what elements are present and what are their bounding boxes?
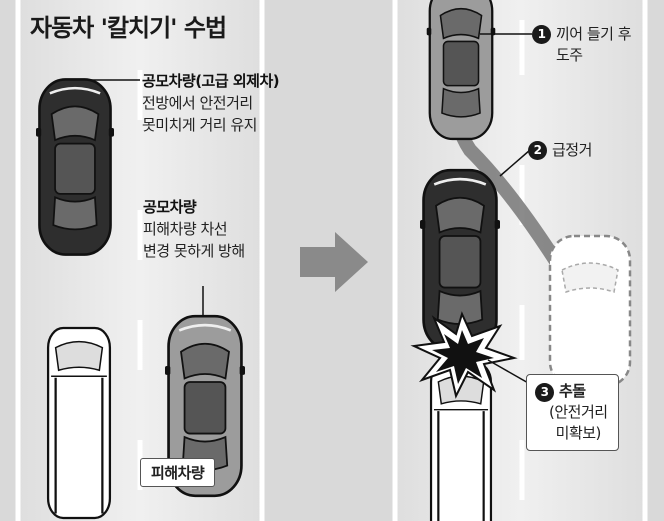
page-title: 자동차 '칼치기' 수법 (30, 14, 227, 42)
step-3-callout: 3 추돌 (안전거리 미확보) (526, 374, 619, 451)
step-2: 2 급정거 (528, 140, 592, 161)
leader-line-step3 (487, 359, 531, 385)
step-1-line-2: 도주 (556, 46, 583, 64)
note-line-1a: 전방에서 안전거리 (142, 94, 253, 112)
note-title-1: 공모차량(고급 외제차) (142, 72, 280, 90)
step-2-number: 2 (528, 141, 547, 160)
step-3-line-1: 추돌 (559, 382, 586, 400)
conspirator-car-luxury (36, 78, 114, 256)
victim-label: 피해차량 (140, 458, 216, 487)
step-3-sub-2: 미확보) (555, 424, 602, 442)
note-conspirator-luxury: 공모차량(고급 외제차) 전방에서 안전거리 못미치게 거리 유지 (142, 70, 280, 136)
note-line-2a: 피해차량 차선 (143, 220, 228, 238)
step-2-line-1: 급정거 (552, 141, 592, 159)
step-3-number: 3 (535, 382, 554, 402)
step-1-line-1: 끼어 들기 후 (556, 25, 632, 43)
step-1: 1 끼어 들기 후 도주 (532, 24, 632, 66)
escaping-car (425, 0, 497, 141)
note-line-1b: 못미치게 거리 유지 (142, 116, 257, 134)
ghost-car-dashed (548, 234, 632, 388)
step-3-sub-1: (안전거리 (549, 403, 608, 421)
note-conspirator-2: 공모차량 피해차량 차선 변경 못하게 방해 (143, 196, 245, 262)
note-title-2: 공모차량 (143, 198, 197, 216)
transition-arrow-icon (300, 232, 368, 292)
victim-van (46, 326, 112, 520)
collision-burst-icon (410, 311, 518, 399)
leader-line-step2 (499, 149, 531, 177)
note-line-2b: 변경 못하게 방해 (143, 242, 245, 260)
step-1-number: 1 (532, 25, 551, 44)
